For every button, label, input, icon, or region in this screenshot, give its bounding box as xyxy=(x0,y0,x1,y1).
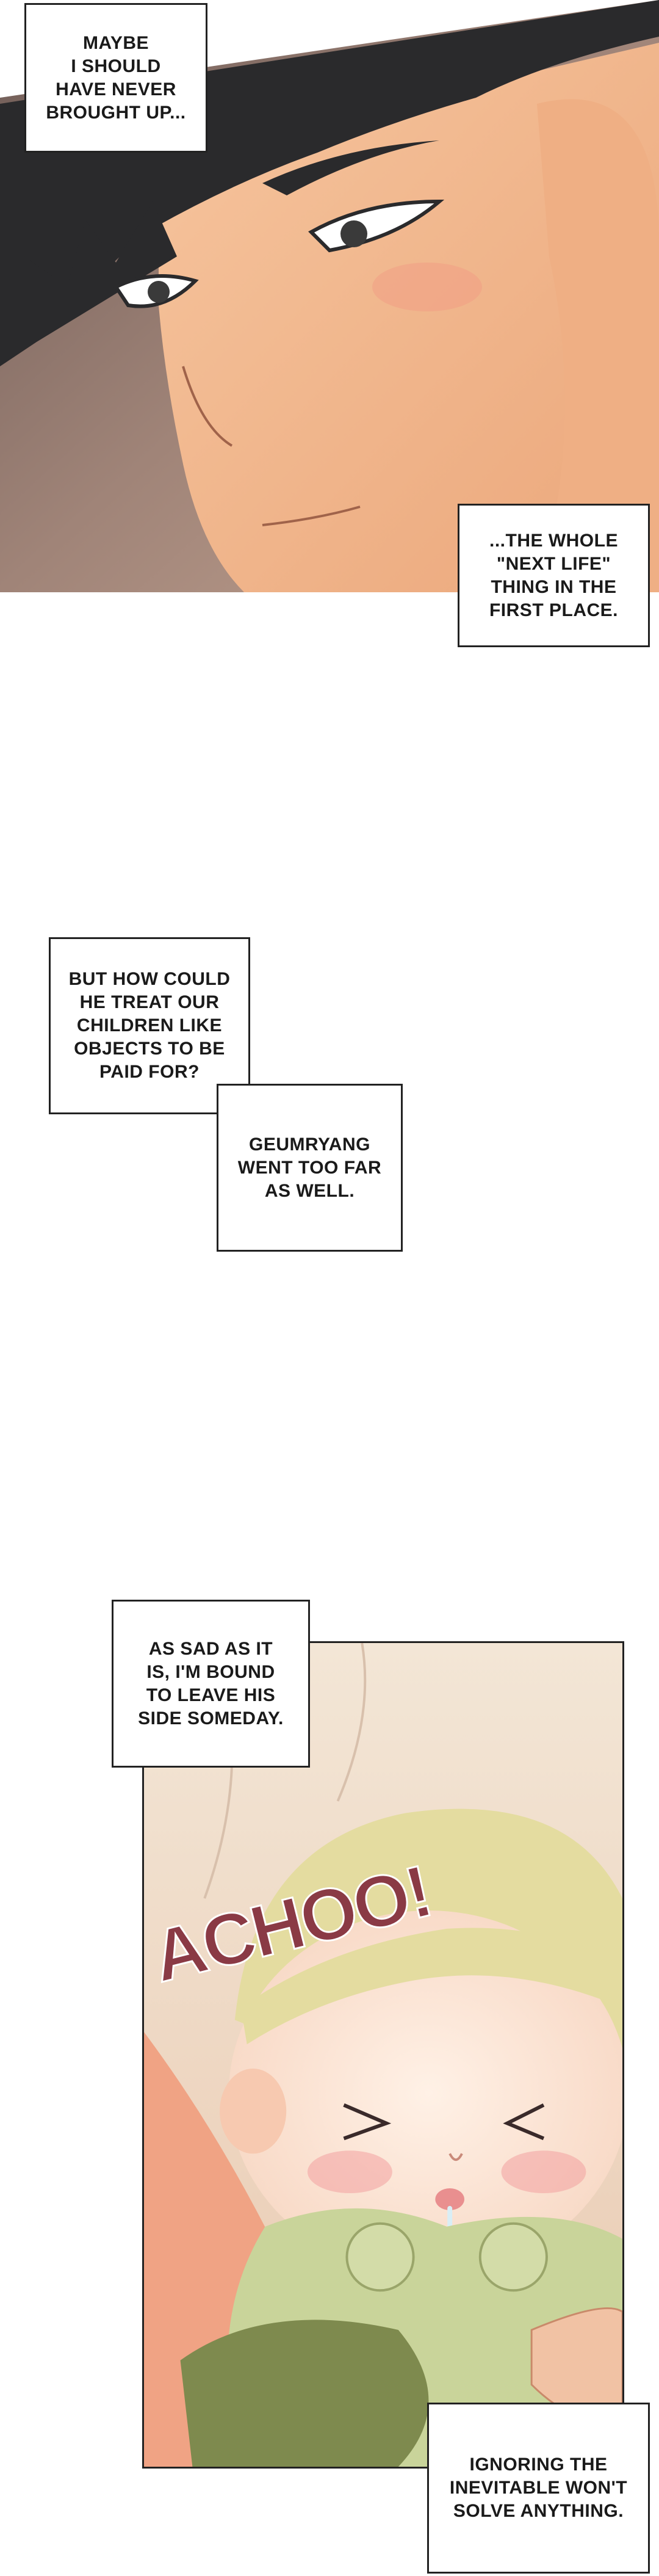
caption-ignoring-inevitable: IGNORING THE INEVITABLE WON'T SOLVE ANYT… xyxy=(427,2403,650,2574)
left-pupil xyxy=(148,281,170,303)
mouth-line xyxy=(262,506,361,526)
nose-line xyxy=(182,366,233,447)
baby-sneeze-illustration xyxy=(144,1643,622,2467)
baby-mouth xyxy=(435,2188,464,2210)
caption-maybe-never-brought-up: MAYBE I SHOULD HAVE NEVER BROUGHT UP... xyxy=(24,3,207,153)
baby-ear xyxy=(220,2068,287,2154)
neck xyxy=(537,99,659,592)
right-pupil xyxy=(340,220,367,247)
caption-next-life-thing: ...THE WHOLE "NEXT LIFE" THING IN THE FI… xyxy=(458,504,650,647)
panel-baby-sneeze xyxy=(142,1641,624,2469)
baby-blush-left xyxy=(307,2150,392,2193)
baby-nose xyxy=(448,2153,463,2161)
baby-fist-right xyxy=(478,2222,548,2292)
hair-strands xyxy=(24,201,177,342)
caption-geumryang-went-too-far: GEUMRYANG WENT TOO FAR AS WELL. xyxy=(217,1084,403,1252)
fabric-fold xyxy=(336,1643,367,1802)
baby-fist-left xyxy=(345,2222,415,2292)
caption-treat-children-like-objects: BUT HOW COULD HE TREAT OUR CHILDREN LIKE… xyxy=(49,937,250,1114)
baby-bangs xyxy=(240,1928,622,2045)
caption-bound-to-leave-his-side: AS SAD AS IT IS, I'M BOUND TO LEAVE HIS … xyxy=(112,1600,310,1768)
baby-pants xyxy=(180,2320,429,2467)
baby-left-eye xyxy=(343,2103,392,2141)
baby-right-eye xyxy=(503,2103,545,2141)
baby-blush-right xyxy=(501,2150,586,2193)
eyebrow xyxy=(262,140,439,195)
blush xyxy=(372,263,482,311)
